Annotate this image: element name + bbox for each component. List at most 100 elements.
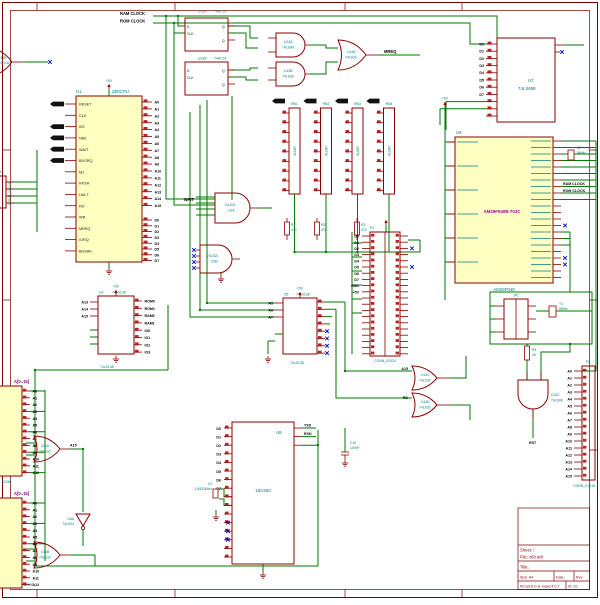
svg-text:A3: A3	[33, 410, 38, 414]
svg-text:RFSH: RFSH	[79, 182, 90, 186]
svg-text:D7: D7	[354, 278, 359, 282]
svg-text:HALT: HALT	[79, 193, 89, 197]
svg-text:A8: A8	[33, 444, 38, 448]
tb-rev: Rev:	[576, 576, 583, 580]
power-5v-label: +5V	[297, 287, 304, 291]
svg-text:A8: A8	[33, 556, 38, 560]
and4-gate-u2a[interactable]: 74LS21 U2A WAIT	[184, 192, 257, 224]
crystal-value: 8MHz	[577, 151, 586, 155]
crystal-ref: X2	[577, 146, 581, 150]
edge-connector-p2[interactable]: P2 A0A1A2A3A4A5A6A7A8A9A10A11A12A13A14A1…	[565, 360, 596, 488]
crystal-x1[interactable]: X1 1.8432MHz	[195, 482, 220, 521]
svg-text:RAM0: RAM0	[145, 314, 155, 318]
gate-value: 74LS32	[39, 450, 51, 454]
gate-ref: U14D	[421, 400, 430, 404]
or-gate-c[interactable]: U14C 74LS32 A15	[401, 365, 450, 391]
gate-value: 74LS08	[282, 46, 294, 50]
ic-ref: U7	[528, 78, 534, 83]
svg-text:GND: GND	[351, 284, 359, 288]
svg-text:A7: A7	[33, 549, 38, 553]
ic-ref: U8	[276, 430, 282, 435]
and-gate-b[interactable]: U13B 74LS08	[268, 61, 310, 87]
or-gate-u11b[interactable]: U11B 74LS32	[33, 541, 70, 569]
svg-text:A0: A0	[33, 390, 38, 394]
net-label-ram-clock: RAM CLOCK	[120, 11, 145, 16]
net-label-rst: RST	[529, 441, 537, 445]
crystal-x2[interactable]: X2 8MHz	[567, 146, 586, 161]
resistor-r4[interactable]: R4 1K	[524, 345, 537, 361]
flip-flop-a[interactable]: U12A 74HC74 D CLK Q Q	[184, 10, 235, 52]
resistor-network-4[interactable]: RN4 4116R	[366, 98, 395, 195]
and-gate-a[interactable]: U13A 74LS08	[268, 32, 310, 58]
svg-text:D5: D5	[155, 248, 160, 252]
resonator-y1[interactable]: Y1 8MHz	[548, 302, 568, 318]
svg-text:A1: A1	[567, 377, 572, 381]
left-connector-p3[interactable]: P3 CONN_01X04	[0, 170, 14, 209]
resistor-3[interactable]: R3 470	[354, 218, 367, 240]
jumper-jp1[interactable]: JP1	[496, 294, 536, 340]
net-label-rxd: RXD	[304, 432, 312, 436]
inverter-u6a[interactable]: U6A 74LS04	[62, 513, 91, 531]
capacitor-c10[interactable]: C10 100nF	[341, 441, 360, 467]
ic-value: 74LS138	[112, 291, 126, 295]
tb-date: Date:	[556, 576, 565, 580]
and4-gate-u2b[interactable]: 74LS21 U2B	[191, 244, 240, 283]
svg-text:A3: A3	[567, 391, 572, 395]
svg-text:A4: A4	[33, 417, 38, 421]
rn-ref: RN2	[323, 102, 330, 106]
wire-layer[interactable]	[6, 14, 597, 572]
svg-text:A9: A9	[155, 163, 160, 167]
or-gate-d[interactable]: U14D 74LS32 RD	[403, 392, 450, 418]
tb-kicad: KiCad E.D.A. kicad 4.0.7	[520, 585, 560, 589]
or-gate-top-left[interactable]: U14B 74LS32	[0, 48, 53, 76]
bus-label: A[0..15]	[14, 379, 30, 384]
resistor-network-2[interactable]: RN2 4116R	[303, 98, 332, 195]
net-flag	[335, 98, 348, 104]
resistor-network-3[interactable]: RN3 4116R	[335, 98, 364, 195]
cpu-symbol[interactable]: U1 Z80CPU RESETCLKINTNMIWAITBUSRQM1RFSHH…	[50, 79, 161, 275]
svg-text:IO0: IO0	[145, 329, 151, 333]
svg-text:A13: A13	[565, 461, 572, 465]
rn-value: 4116R	[293, 146, 297, 156]
or-gate-mreq[interactable]: U14A 74LS32 MREQ	[337, 39, 397, 71]
tb-title: Title:	[520, 565, 529, 570]
svg-text:BUSAK: BUSAK	[79, 250, 92, 254]
svg-text:D2: D2	[216, 444, 221, 448]
svg-text:A10: A10	[33, 570, 40, 574]
clock-labels-right: RAM CLOCK ROM CLOCK	[563, 182, 586, 193]
ic-value: 74LS138	[296, 293, 310, 297]
ff-pin-clk: CLK	[187, 32, 194, 36]
svg-text:A12: A12	[33, 471, 40, 475]
resistor-1[interactable]: R1 470	[284, 218, 297, 240]
svg-text:D2: D2	[354, 247, 359, 251]
net-label-rom-clock: ROM CLOCK	[120, 19, 145, 24]
and-gate-reset[interactable]: U13C 74LS08 RST	[517, 372, 563, 445]
ic-ref: U5	[284, 293, 288, 297]
svg-text:A0: A0	[155, 101, 160, 105]
svg-text:D4: D4	[354, 259, 359, 263]
ic-ref: U3	[99, 291, 103, 295]
svg-text:A9: A9	[33, 451, 38, 455]
rn-ref: RN4	[386, 102, 393, 106]
resistor-network-1[interactable]: RN1 4116R	[272, 98, 301, 195]
memory-ic-u9[interactable]: U9 AM29F040B-70JC AM29F040 +5V	[442, 97, 568, 293]
connector-ref: P3	[0, 170, 1, 174]
svg-text:A4: A4	[33, 529, 38, 533]
svg-text:A11: A11	[33, 464, 39, 468]
svg-text:A12: A12	[33, 583, 40, 587]
svg-text:A9: A9	[567, 433, 572, 437]
resistor-2[interactable]: R2 470	[314, 218, 327, 240]
svg-text:D7: D7	[155, 259, 160, 263]
svg-text:A11: A11	[155, 177, 161, 181]
or-gate-u11a[interactable]: U11A 74LS32 A15	[33, 435, 77, 463]
flip-flop-b[interactable]: U12B 74HC74 D CLK Q Q	[184, 57, 235, 96]
connector-ref: P2	[586, 360, 590, 364]
